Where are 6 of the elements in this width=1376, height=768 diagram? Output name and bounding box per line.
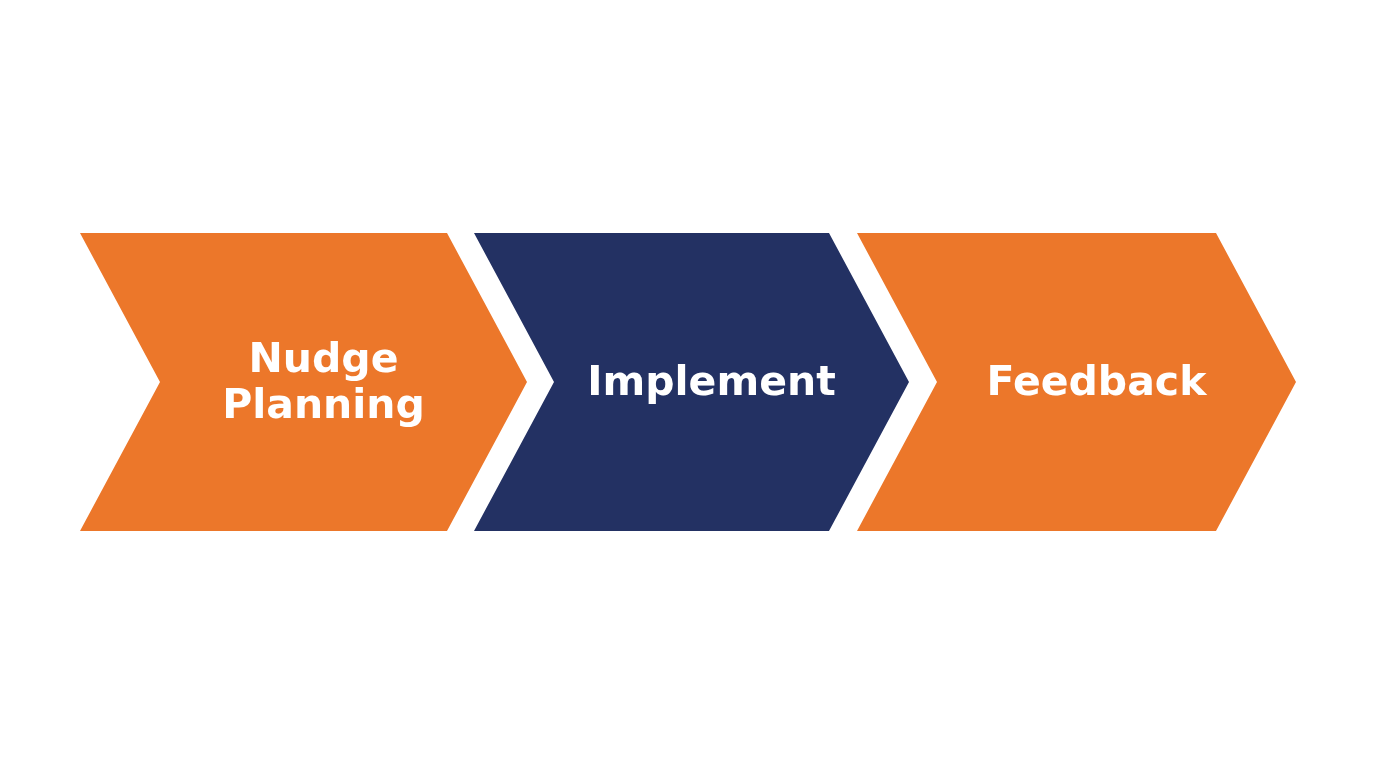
step-label: Feedback [986, 359, 1207, 405]
chevron-step [474, 233, 909, 531]
step-label: Nudge Planning [221, 336, 426, 428]
chevron-step [857, 233, 1296, 531]
chevron-step [80, 233, 527, 531]
step-label: Implement [587, 359, 836, 405]
